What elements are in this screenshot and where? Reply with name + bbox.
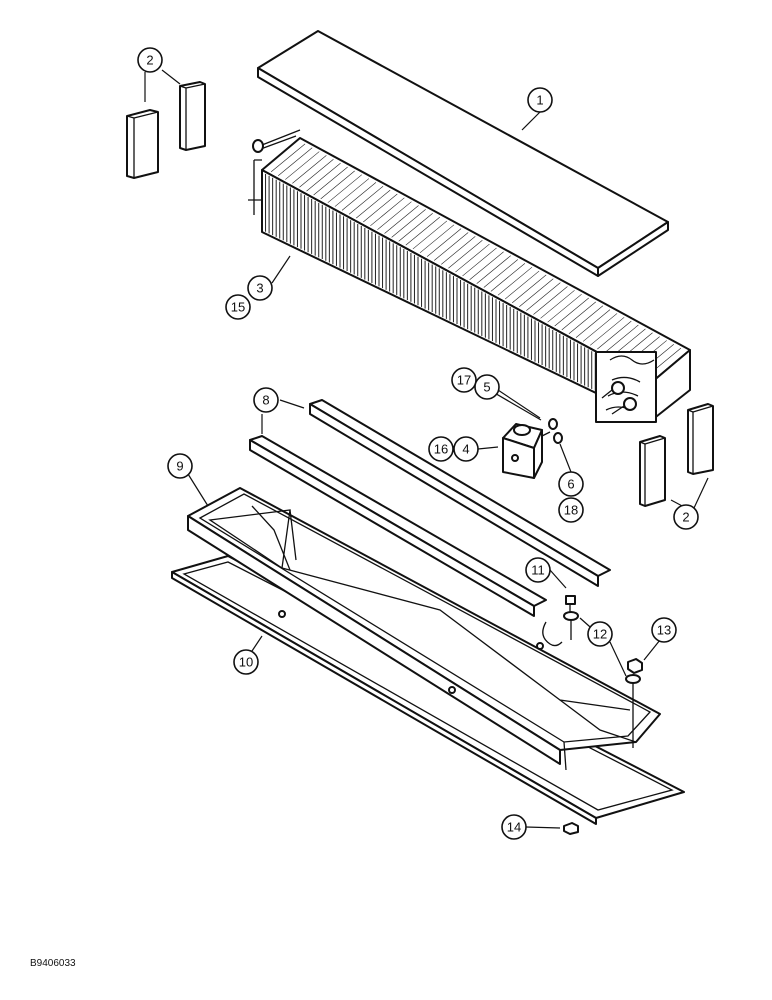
svg-text:4: 4 (462, 442, 469, 457)
svg-text:9: 9 (176, 459, 183, 474)
svg-text:15: 15 (231, 300, 245, 315)
svg-text:17: 17 (457, 373, 471, 388)
callout-13: 13 (651, 617, 677, 643)
callout-1: 1 (527, 87, 553, 113)
svg-text:13: 13 (657, 623, 671, 638)
evaporator-core (248, 129, 691, 423)
callout-5: 5 (474, 374, 500, 400)
callout-2-upper: 2 (137, 47, 163, 73)
foam-strips (249, 399, 611, 617)
svg-text:2: 2 (682, 510, 689, 525)
svg-text:2: 2 (146, 53, 153, 68)
expansion-valve (502, 423, 543, 479)
svg-text:1: 1 (536, 93, 543, 108)
svg-text:10: 10 (239, 655, 253, 670)
svg-text:11: 11 (531, 563, 545, 578)
svg-text:8: 8 (262, 393, 269, 408)
callout-4: 4 (453, 436, 479, 462)
callout-11: 11 (525, 557, 551, 583)
cover-panel (257, 30, 669, 277)
svg-text:6: 6 (567, 477, 574, 492)
drain-pan (187, 487, 661, 771)
callout-10: 10 (233, 649, 259, 675)
svg-text:18: 18 (564, 503, 578, 518)
callout-16: 16 (428, 436, 454, 462)
callout-6: 6 (558, 471, 584, 497)
hardware (563, 595, 643, 835)
svg-text:12: 12 (593, 627, 607, 642)
seal-blocks-lower (639, 403, 714, 507)
seal-blocks-upper (126, 81, 206, 179)
svg-text:14: 14 (507, 820, 521, 835)
callout-15: 15 (225, 294, 251, 320)
callout-14: 14 (501, 814, 527, 840)
callout-9: 9 (167, 453, 193, 479)
svg-text:3: 3 (256, 281, 263, 296)
svg-text:16: 16 (434, 442, 448, 457)
callout-18: 18 (558, 497, 584, 523)
o-rings (541, 418, 563, 444)
callout-3: 3 (247, 275, 273, 301)
callout-8: 8 (253, 387, 279, 413)
callout-17: 17 (451, 367, 477, 393)
callout-2-lower: 2 (673, 504, 699, 530)
svg-text:5: 5 (483, 380, 490, 395)
figure-code: B9406033 (30, 958, 76, 969)
callout-12: 12 (587, 621, 613, 647)
